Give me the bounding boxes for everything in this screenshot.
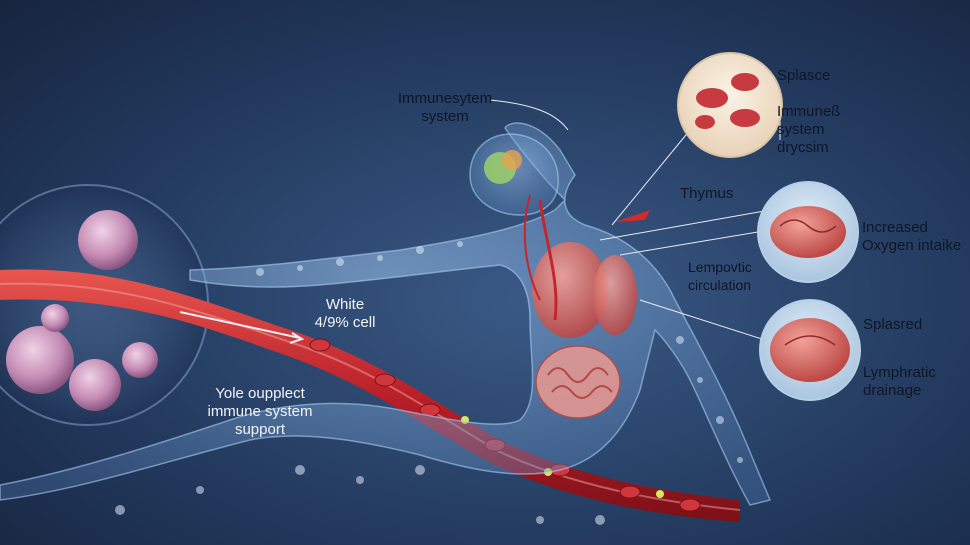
label-increased-oxygen: Increased Oxygen intaike xyxy=(862,219,962,254)
label-immune-system-drycsim: Immuneß system drycsim xyxy=(777,103,841,156)
label-splasred: Splasred xyxy=(863,316,923,333)
pointer-lines xyxy=(489,95,781,341)
blood-vessel xyxy=(0,269,741,522)
label-lymphatic-circulation: Lempovtic circulation xyxy=(688,259,752,293)
inset-red-blood-cells xyxy=(677,52,783,158)
thymus-arrow xyxy=(615,210,650,222)
label-immune-system: Immunesytem system xyxy=(397,90,493,125)
label-white-cell: White 4/9% cell xyxy=(314,296,376,331)
inset-spleen xyxy=(759,299,861,401)
inset-thymus xyxy=(757,181,859,283)
label-yole-support: Yole oupplect immune system support xyxy=(207,385,313,438)
label-splasce: Splasce xyxy=(777,67,831,84)
label-thymus: Thymus xyxy=(680,185,734,202)
label-lymphatic-drainage: Lymphratic drainage xyxy=(863,364,936,399)
human-body-figure xyxy=(0,122,772,506)
magnified-cells-lens xyxy=(0,184,209,426)
lymph-nodes xyxy=(115,241,743,525)
